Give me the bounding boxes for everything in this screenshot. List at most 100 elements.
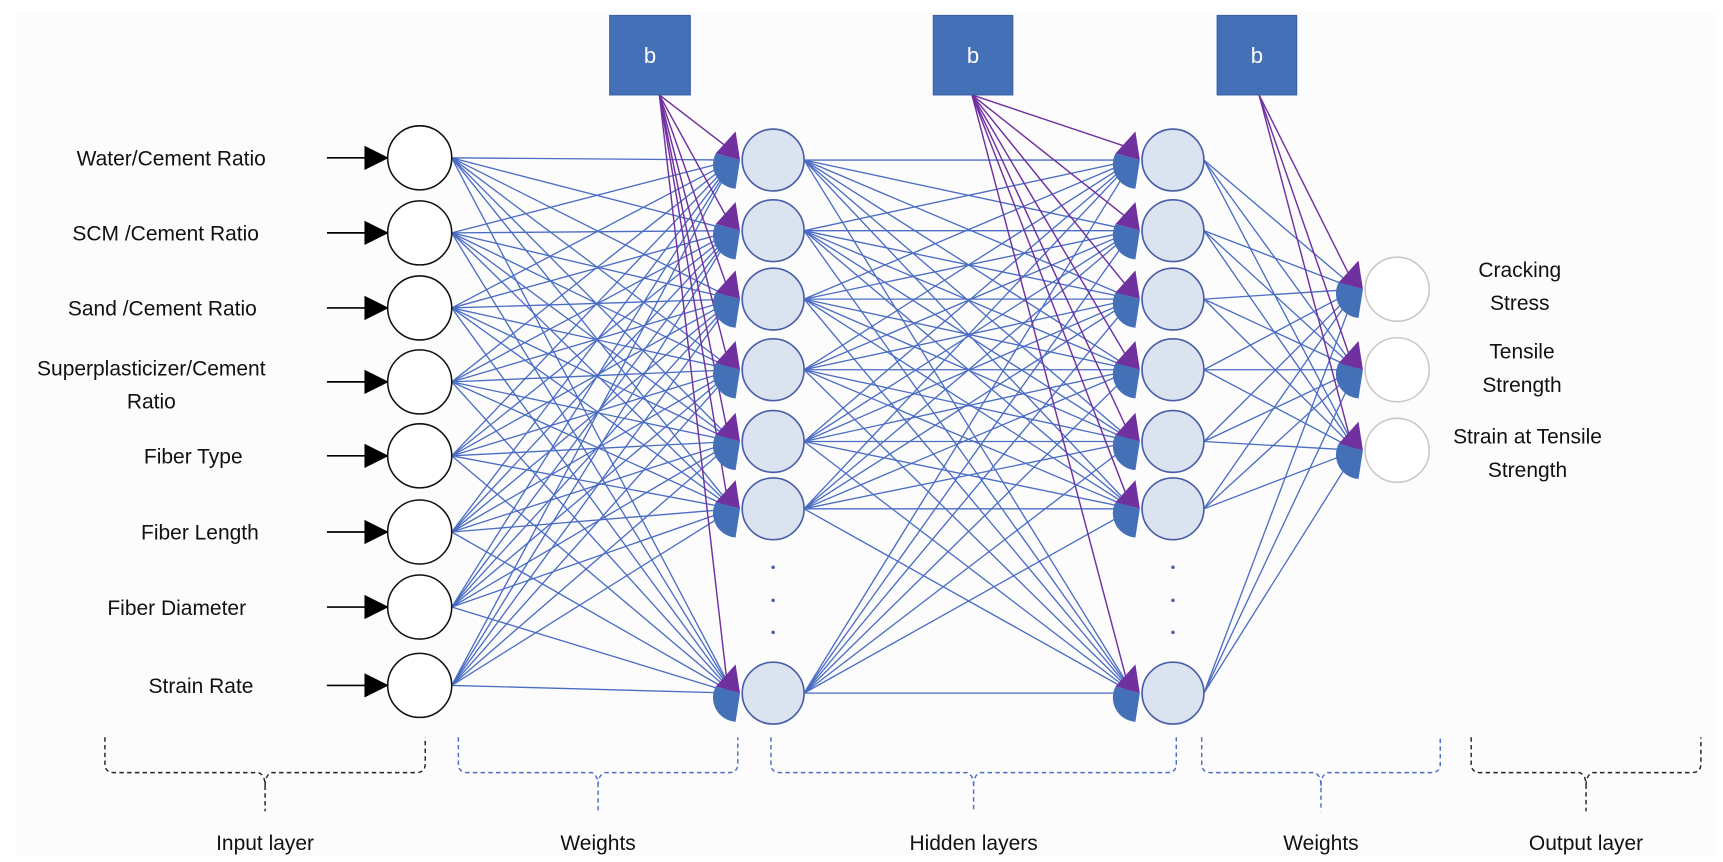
- weight-line: [1203, 369, 1357, 451]
- weight-line: [451, 232, 734, 510]
- input-arrow-icon: [364, 295, 389, 321]
- weight-line: [803, 159, 1134, 510]
- weight-line: [451, 298, 734, 686]
- bias-line: [971, 94, 1128, 357]
- weight-line: [451, 440, 734, 457]
- weight-line: [803, 298, 1134, 510]
- bias-node-label: b: [644, 43, 656, 68]
- summation-sectors: [713, 131, 1363, 722]
- neuron-nodes: [326, 125, 1430, 725]
- weight-line: [451, 157, 734, 442]
- weight-line: [451, 455, 734, 510]
- summation-sector-icon: [713, 502, 741, 538]
- weight-line: [803, 159, 1134, 371]
- ellipsis-dot: [1171, 630, 1175, 635]
- weight-line: [803, 230, 1134, 694]
- summation-sector-icon: [1335, 443, 1363, 480]
- weight-line: [1203, 449, 1357, 510]
- layer-bracket: [457, 737, 739, 812]
- input-label: Water/Cement Ratio: [77, 148, 266, 171]
- weight-line: [803, 159, 1134, 300]
- bias-sector-icon: [1338, 341, 1363, 370]
- weight-line: [1203, 440, 1357, 451]
- input-label: Superplasticizer/Cement: [37, 357, 266, 380]
- input-label: Fiber Type: [144, 446, 243, 469]
- bias-sector-icon: [1115, 131, 1140, 161]
- hidden-node: [741, 338, 805, 402]
- output-label: Strength: [1488, 459, 1567, 482]
- bias-line: [658, 94, 728, 287]
- bias-line: [658, 94, 728, 680]
- bias-line: [658, 94, 728, 496]
- summation-sector-icon: [1335, 363, 1363, 399]
- layer-bracket: [1200, 737, 1441, 812]
- bias-line: [971, 94, 1128, 429]
- input-node: [386, 423, 453, 489]
- input-arrow-icon: [364, 594, 389, 620]
- input-label: Ratio: [127, 390, 176, 413]
- weight-line: [451, 298, 734, 383]
- weight-line: [451, 369, 734, 383]
- bias-connections: [658, 94, 1351, 681]
- weight-line: [1203, 449, 1357, 694]
- weight-line: [451, 531, 734, 694]
- summation-sector-icon: [713, 434, 741, 471]
- weight-line: [451, 369, 734, 608]
- hidden-node: [1141, 128, 1205, 192]
- weight-line: [451, 232, 734, 443]
- bias-sector-icon: [1338, 421, 1363, 451]
- weight-line: [451, 230, 734, 457]
- bias-sector-icon: [715, 412, 741, 442]
- weight-line: [451, 232, 734, 300]
- weight-line: [451, 381, 734, 510]
- summation-sector-icon: [1112, 363, 1140, 399]
- hidden-node: [1141, 267, 1205, 331]
- output-node: [1364, 336, 1430, 403]
- weight-line: [451, 606, 734, 694]
- input-arrow-icon: [364, 519, 389, 545]
- hidden-node: [1141, 409, 1205, 474]
- weight-line: [451, 230, 734, 533]
- weight-line: [451, 298, 734, 608]
- bias-line: [971, 94, 1127, 148]
- summation-sector-icon: [1112, 224, 1140, 260]
- bias-node: [1216, 14, 1298, 96]
- section-label: Output layer: [1529, 832, 1643, 855]
- hidden-node: [1141, 338, 1205, 402]
- weight-line: [451, 440, 734, 608]
- hidden-node: [741, 661, 805, 725]
- weight-line: [451, 159, 734, 533]
- input-node: [386, 275, 453, 341]
- input-label: Strain Rate: [149, 675, 254, 698]
- bias-sector-icon: [715, 664, 741, 694]
- bias-sector-icon: [715, 131, 741, 161]
- bias-line: [1258, 94, 1351, 438]
- summation-sector-icon: [1112, 153, 1140, 189]
- summation-sector-icon: [1335, 282, 1363, 318]
- weight-line: [451, 230, 734, 608]
- weight-line: [451, 159, 734, 457]
- input-label: Fiber Length: [141, 522, 259, 545]
- weight-line: [451, 307, 734, 371]
- weight-line: [803, 298, 1134, 694]
- weight-line: [1203, 288, 1357, 300]
- bias-line: [971, 94, 1128, 681]
- weight-line: [451, 159, 734, 234]
- weight-line: [1203, 288, 1357, 371]
- weight-line: [1203, 159, 1357, 290]
- input-label: Sand /Cement Ratio: [68, 298, 257, 321]
- weight-line: [451, 157, 734, 300]
- layer-bracket: [1470, 737, 1702, 812]
- input-arrow-icon: [364, 369, 389, 395]
- hidden-node: [741, 409, 805, 474]
- weight-line: [803, 508, 1134, 694]
- bias-line: [971, 94, 1128, 218]
- output-label: Tensile: [1489, 341, 1554, 364]
- summation-sector-icon: [1112, 686, 1140, 722]
- section-label: Weights: [1283, 832, 1358, 855]
- weight-line: [451, 230, 734, 309]
- weight-line: [451, 508, 734, 686]
- hidden-node: [1141, 477, 1205, 541]
